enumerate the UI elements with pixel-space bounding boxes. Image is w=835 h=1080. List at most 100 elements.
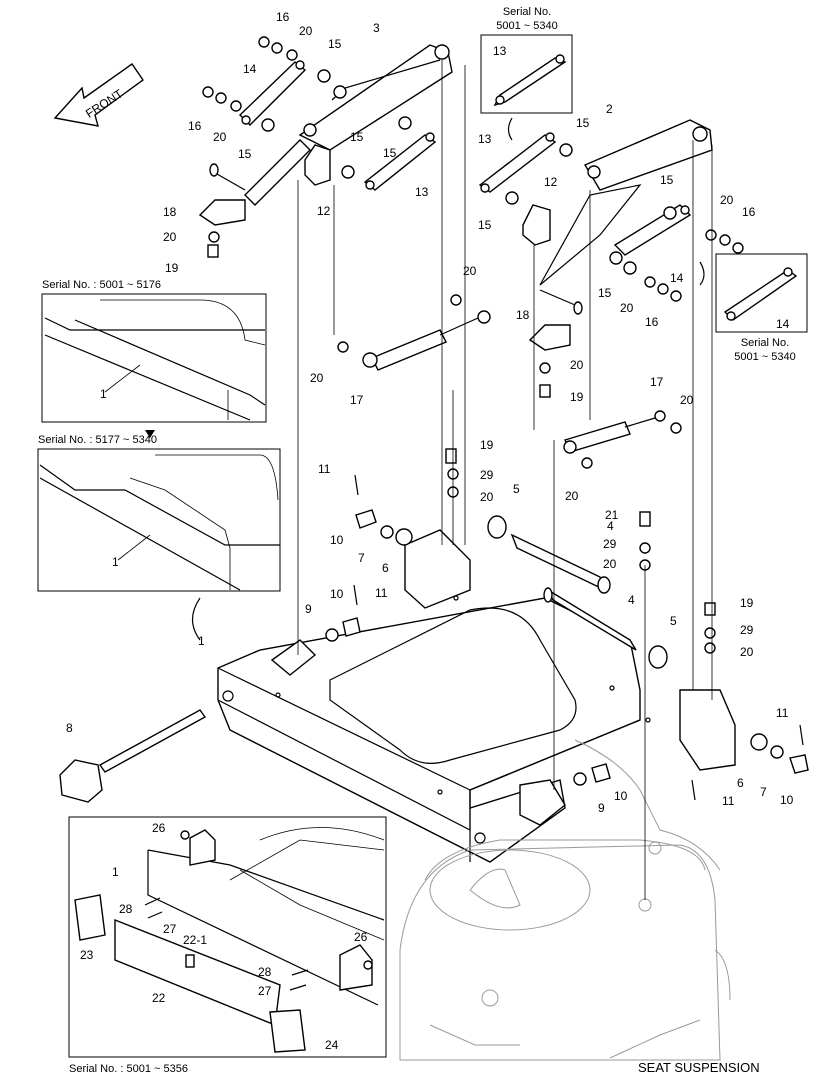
- callout-9: 9: [305, 602, 312, 616]
- serial-right-line2: 5001 ~ 5340: [734, 351, 795, 363]
- callout-1: 1: [198, 634, 205, 648]
- callout-5b: 5: [670, 614, 677, 628]
- callout-20b: 20: [213, 130, 227, 144]
- callout-17: 17: [350, 393, 364, 407]
- callout-24: 24: [325, 1038, 339, 1052]
- callout-20f: 20: [720, 193, 734, 207]
- callout-13-box: 13: [493, 44, 507, 58]
- adjust-rod-8: [59, 709, 207, 803]
- callout-17b: 17: [650, 375, 664, 389]
- front-arrow: FRONT: [53, 63, 144, 127]
- seat-ghost: [399, 739, 731, 1061]
- detail-box-1: Serial No. : 5001 ~ 5176 1: [41, 279, 267, 438]
- callout-18b: 18: [516, 308, 530, 322]
- callout-1-d2: 1: [112, 555, 119, 569]
- callout-13b: 13: [478, 132, 492, 146]
- callout-5: 5: [513, 482, 520, 496]
- callout-26b: 26: [354, 930, 368, 944]
- serial-bottom: Serial No. : 5001 ~ 5356: [69, 1063, 188, 1075]
- callout-20g: 20: [620, 301, 634, 315]
- link-14: [209, 60, 307, 191]
- callout-20m: 20: [740, 645, 754, 659]
- callout-10: 10: [330, 533, 344, 547]
- callout-18: 18: [163, 205, 177, 219]
- callout-16b: 16: [188, 119, 202, 133]
- guide-lines: [297, 60, 713, 900]
- callout-6b: 6: [737, 776, 744, 790]
- callout-20k: 20: [565, 489, 579, 503]
- callout-20j: 20: [480, 490, 494, 504]
- callout-2: 2: [606, 102, 613, 116]
- gas-spring-right: [563, 410, 666, 454]
- callout-7: 7: [358, 551, 365, 565]
- callout-8: 8: [66, 721, 73, 735]
- callout-16d: 16: [645, 315, 659, 329]
- fasteners: [202, 36, 809, 801]
- callout-26: 26: [152, 821, 166, 835]
- callout-1b: 1: [112, 865, 119, 879]
- link-3: [244, 44, 453, 206]
- callout-13: 13: [415, 185, 429, 199]
- callout-20c: 20: [163, 230, 177, 244]
- link-13-right: [478, 132, 557, 193]
- shaft-4: [510, 533, 637, 651]
- callout-23: 23: [80, 948, 94, 962]
- callout-15g: 15: [660, 173, 674, 187]
- callout-16c: 16: [742, 205, 756, 219]
- callout-3: 3: [373, 21, 380, 35]
- callout-28b: 28: [258, 965, 272, 979]
- callout-29c: 29: [740, 623, 754, 637]
- callouts: 16 20 3 15 14 16 20 15 15 15 13 12 18 20…: [66, 10, 794, 1052]
- gas-spring-left: [362, 310, 491, 371]
- serial-box-right: 14 Serial No. 5001 ~ 5340: [715, 253, 808, 363]
- callout-14-box: 14: [776, 317, 790, 331]
- serial-top-line1: Serial No.: [503, 6, 551, 18]
- callout-11b: 11: [375, 586, 388, 600]
- callout-12b: 12: [544, 175, 558, 189]
- callout-20h: 20: [570, 358, 584, 372]
- diagram-title: SEAT SUSPENSION: [638, 1060, 760, 1075]
- callout-20d: 20: [463, 264, 477, 278]
- callout-15d: 15: [383, 146, 397, 160]
- link-13-left: [363, 132, 437, 191]
- callout-19d: 19: [740, 596, 754, 610]
- callout-19: 19: [165, 261, 179, 275]
- callout-11c: 11: [776, 706, 789, 720]
- callout-11: 11: [318, 462, 331, 476]
- callout-20i: 20: [680, 393, 694, 407]
- callout-15: 15: [328, 37, 342, 51]
- detail-box-2: Serial No. : 5177 ~ 5340 1: [37, 434, 281, 592]
- callout-6: 6: [382, 561, 389, 575]
- serial-right-line1: Serial No.: [741, 337, 789, 349]
- callout-10c: 10: [780, 793, 794, 807]
- callout-7b: 7: [760, 785, 767, 799]
- serial-detail-2: Serial No. : 5177 ~ 5340: [38, 434, 157, 446]
- callout-20e: 20: [310, 371, 324, 385]
- callout-28: 28: [119, 902, 133, 916]
- callout-20l: 20: [603, 557, 617, 571]
- callout-20: 20: [299, 24, 313, 38]
- callout-14b: 14: [670, 271, 684, 285]
- callout-10b: 10: [330, 587, 344, 601]
- callout-22: 22: [152, 991, 166, 1005]
- callout-19c: 19: [480, 438, 494, 452]
- callout-19b: 19: [570, 390, 584, 404]
- base-frame: [217, 529, 736, 863]
- callout-21: 21: [605, 508, 619, 522]
- callout-27b: 27: [258, 984, 272, 998]
- callout-9b: 9: [598, 801, 605, 815]
- callout-15e: 15: [576, 116, 590, 130]
- callout-4: 4: [607, 519, 614, 533]
- detail-box-bottom: [68, 816, 387, 1058]
- callout-15f: 15: [478, 218, 492, 232]
- callout-15h: 15: [598, 286, 612, 300]
- callout-15b: 15: [238, 147, 252, 161]
- callout-16: 16: [276, 10, 290, 24]
- callout-11d: 11: [722, 794, 735, 808]
- callout-1-d1: 1: [100, 387, 107, 401]
- serial-box-top: Serial No. 5001 ~ 5340 13: [480, 6, 573, 114]
- callout-12: 12: [317, 204, 331, 218]
- callout-10d: 10: [614, 789, 628, 803]
- callout-29b: 29: [603, 537, 617, 551]
